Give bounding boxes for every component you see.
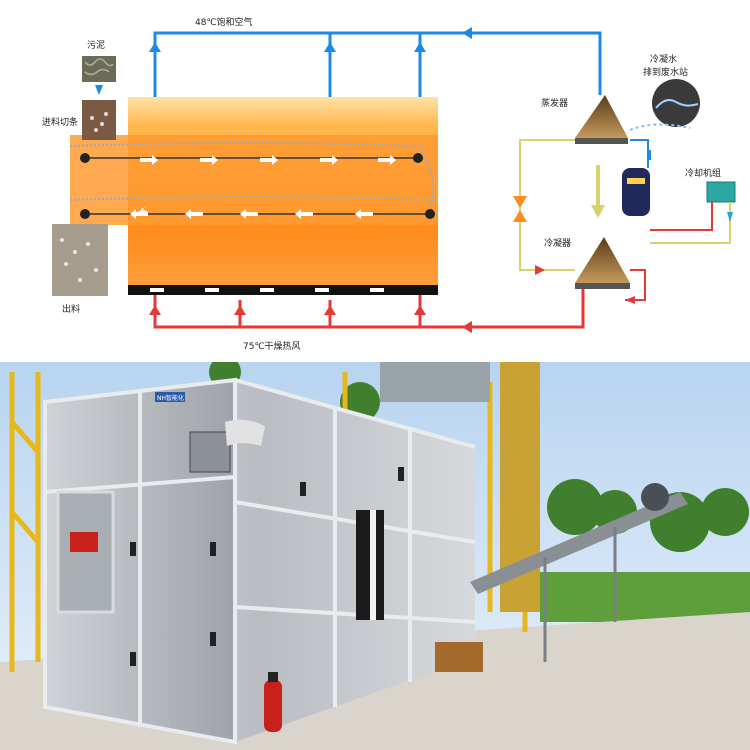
warning-sign	[70, 532, 98, 552]
panel-sign	[155, 392, 185, 402]
label-condenser: 冷凝器	[544, 237, 571, 249]
expansion-valve	[513, 196, 527, 222]
label-condensate-line2: 排到废水站	[643, 66, 688, 78]
door-handles	[130, 467, 404, 666]
discharge-bin	[52, 224, 108, 296]
label-air-in: 75℃干燥热风	[243, 340, 301, 352]
cooling-unit	[706, 181, 736, 203]
condenser-coil	[575, 237, 630, 283]
feed-slicer	[82, 100, 116, 140]
label-cooling-unit: 冷却机组	[685, 167, 721, 179]
refrigerant-arrow	[591, 205, 605, 218]
panel-frames	[43, 377, 476, 745]
evaporator-coil	[575, 95, 628, 138]
wooden-crate	[435, 642, 483, 672]
belt-zone	[70, 135, 438, 225]
label-sludge: 污泥	[87, 39, 105, 51]
label-feed: 进料切条	[42, 116, 78, 128]
duct-wrap	[225, 419, 265, 446]
sludge-image	[82, 56, 116, 82]
grass	[540, 572, 750, 622]
label-air-out: 48℃饱和空气	[195, 16, 253, 28]
conveyor-motor	[641, 483, 669, 511]
screw-conveyor	[470, 492, 688, 594]
label-condensate-line1: 冷凝水	[650, 53, 677, 65]
hot-air-arrows	[149, 305, 472, 333]
dryer-base	[128, 285, 438, 295]
hopper	[380, 362, 490, 402]
sludge-down-arrow	[95, 85, 103, 95]
panel-sign-text: NH智能化	[157, 394, 184, 402]
compressor	[622, 168, 650, 216]
fire-extinguisher	[264, 680, 282, 732]
label-evaporator: 蒸发器	[541, 97, 568, 109]
return-air-line	[153, 31, 602, 100]
process-diagram: 48℃饱和空气 75℃干燥热风	[42, 16, 736, 352]
equipment-photo: NH智能化	[0, 362, 750, 750]
label-discharge: 出料	[62, 303, 80, 315]
control-box	[189, 431, 231, 473]
belt-direction-arrows	[130, 155, 396, 219]
return-air-arrows	[149, 27, 472, 52]
cooling-lines	[650, 202, 731, 244]
